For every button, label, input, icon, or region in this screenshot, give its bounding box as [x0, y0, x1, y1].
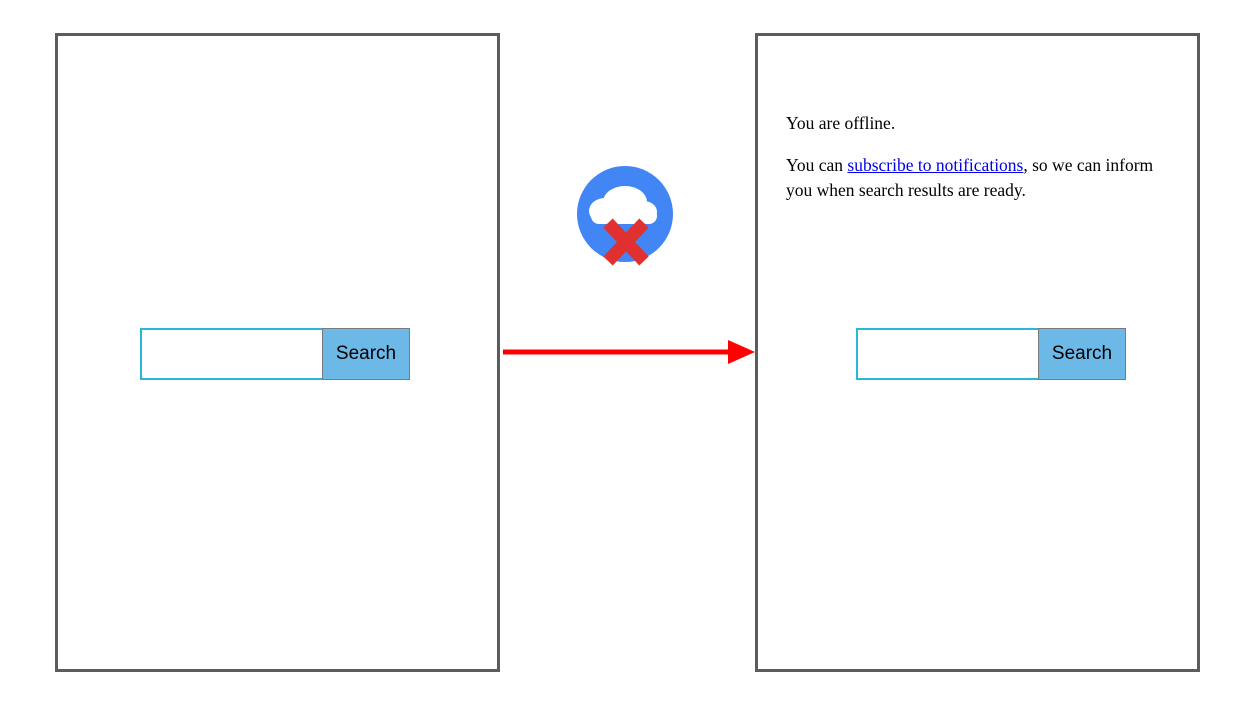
flow-arrow-right [503, 336, 755, 368]
search-button[interactable]: Search [322, 328, 410, 380]
cross-mark [603, 218, 649, 266]
cloud-shape [589, 186, 657, 224]
panel-search-screen-offline: You are offline. You can subscribe to no… [755, 33, 1200, 672]
subscribe-text-prefix: You can [786, 154, 848, 175]
search-button[interactable]: Search [1038, 328, 1126, 380]
search-widget-online: Search [140, 328, 410, 380]
panel-search-screen-online: Search [55, 33, 500, 672]
subscribe-to-notifications-link[interactable]: subscribe to notifications [847, 154, 1024, 175]
offline-subscribe-text: You can subscribe to notifications, so w… [786, 153, 1182, 203]
cloud-offline-icon [576, 166, 676, 266]
subscribe-text-suffix: , so we can inform you when search resul… [786, 154, 1154, 200]
offline-status-text: You are offline. [786, 113, 896, 133]
search-widget-offline: Search [856, 328, 1126, 380]
search-input[interactable] [856, 328, 1038, 380]
arrow-head [728, 340, 755, 364]
offline-message: You are offline. You can subscribe to no… [786, 111, 1182, 203]
search-input[interactable] [140, 328, 322, 380]
